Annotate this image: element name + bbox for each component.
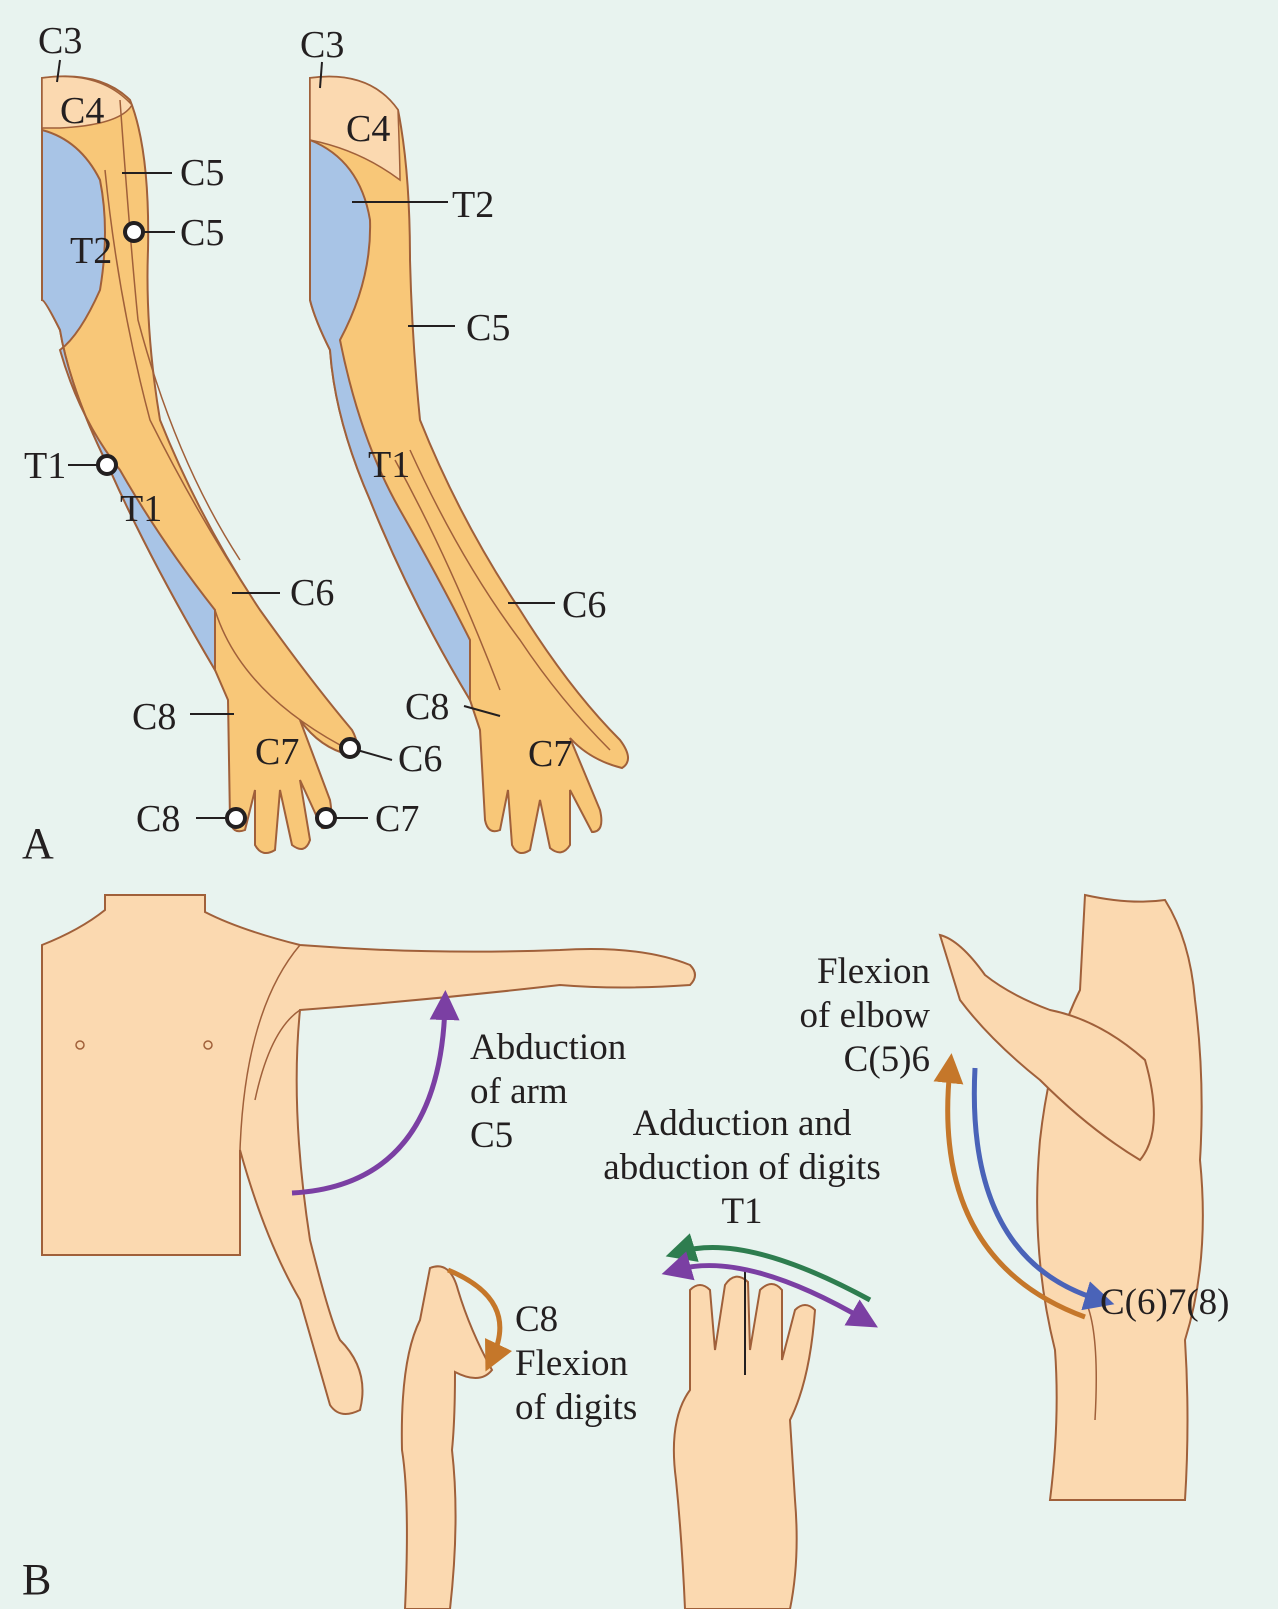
left-c6-dot-label: C6 (398, 740, 442, 778)
flexion-elbow-caption: Flexion of elbow C(5)6 (728, 950, 930, 1082)
c5-test-dot (125, 223, 143, 241)
left-t2-label: T2 (70, 232, 112, 270)
right-c8-label: C8 (405, 688, 449, 726)
left-c7-dot-label: C7 (375, 800, 419, 838)
digits-abduction-caption: Adduction and abduction of digits T1 (562, 1102, 922, 1234)
extension-elbow-label: C(6)7(8) (1100, 1284, 1229, 1321)
left-c5-dot-label: C5 (180, 214, 224, 252)
left-c8-dot-label: C8 (136, 800, 180, 838)
left-t1-label: T1 (120, 490, 162, 528)
flexion-digits-line-1: C8 (515, 1298, 637, 1342)
abduction-arrow (292, 1005, 445, 1193)
left-c4-label: C4 (60, 92, 104, 130)
open-palm-hand (674, 1270, 815, 1609)
flexion-digits-caption: C8 Flexion of digits (515, 1298, 637, 1430)
side-figure-illustration (940, 895, 1203, 1500)
digits-abduction-line-2: abduction of digits (562, 1146, 922, 1190)
flexion-elbow-line-1: Flexion (728, 950, 930, 994)
left-c5-label: C5 (180, 154, 224, 192)
left-t1-dot-label: T1 (24, 447, 66, 485)
flexion-digits-line-3: of digits (515, 1386, 637, 1430)
left-c6-label: C6 (290, 574, 334, 612)
digits-abduction-line-3: T1 (562, 1190, 922, 1234)
right-c7-label: C7 (528, 735, 572, 773)
c6-test-dot (341, 739, 359, 757)
left-c8-label: C8 (132, 698, 176, 736)
panel-a-label: A (22, 822, 54, 866)
left-c3-label: C3 (38, 22, 82, 60)
left-c7-label: C7 (255, 733, 299, 771)
t1-test-dot (98, 456, 116, 474)
right-t2-label: T2 (452, 186, 494, 224)
flexion-elbow-line-3: C(5)6 (728, 1038, 930, 1082)
right-c5-label: C5 (466, 309, 510, 347)
right-c6-label: C6 (562, 586, 606, 624)
flexion-elbow-line-2: of elbow (728, 994, 930, 1038)
flexion-digits-line-2: Flexion (515, 1342, 637, 1386)
finger-flexion-hand (402, 1266, 492, 1609)
c8-test-dot (227, 809, 245, 827)
right-c3-label: C3 (300, 26, 344, 64)
abduction-arm-line-1: Abduction (470, 1026, 626, 1070)
right-c4-label: C4 (346, 110, 390, 148)
digits-abduction-line-1: Adduction and (562, 1102, 922, 1146)
c7-test-dot (317, 809, 335, 827)
right-t1-label: T1 (368, 446, 410, 484)
panel-b-label: B (22, 1558, 51, 1602)
